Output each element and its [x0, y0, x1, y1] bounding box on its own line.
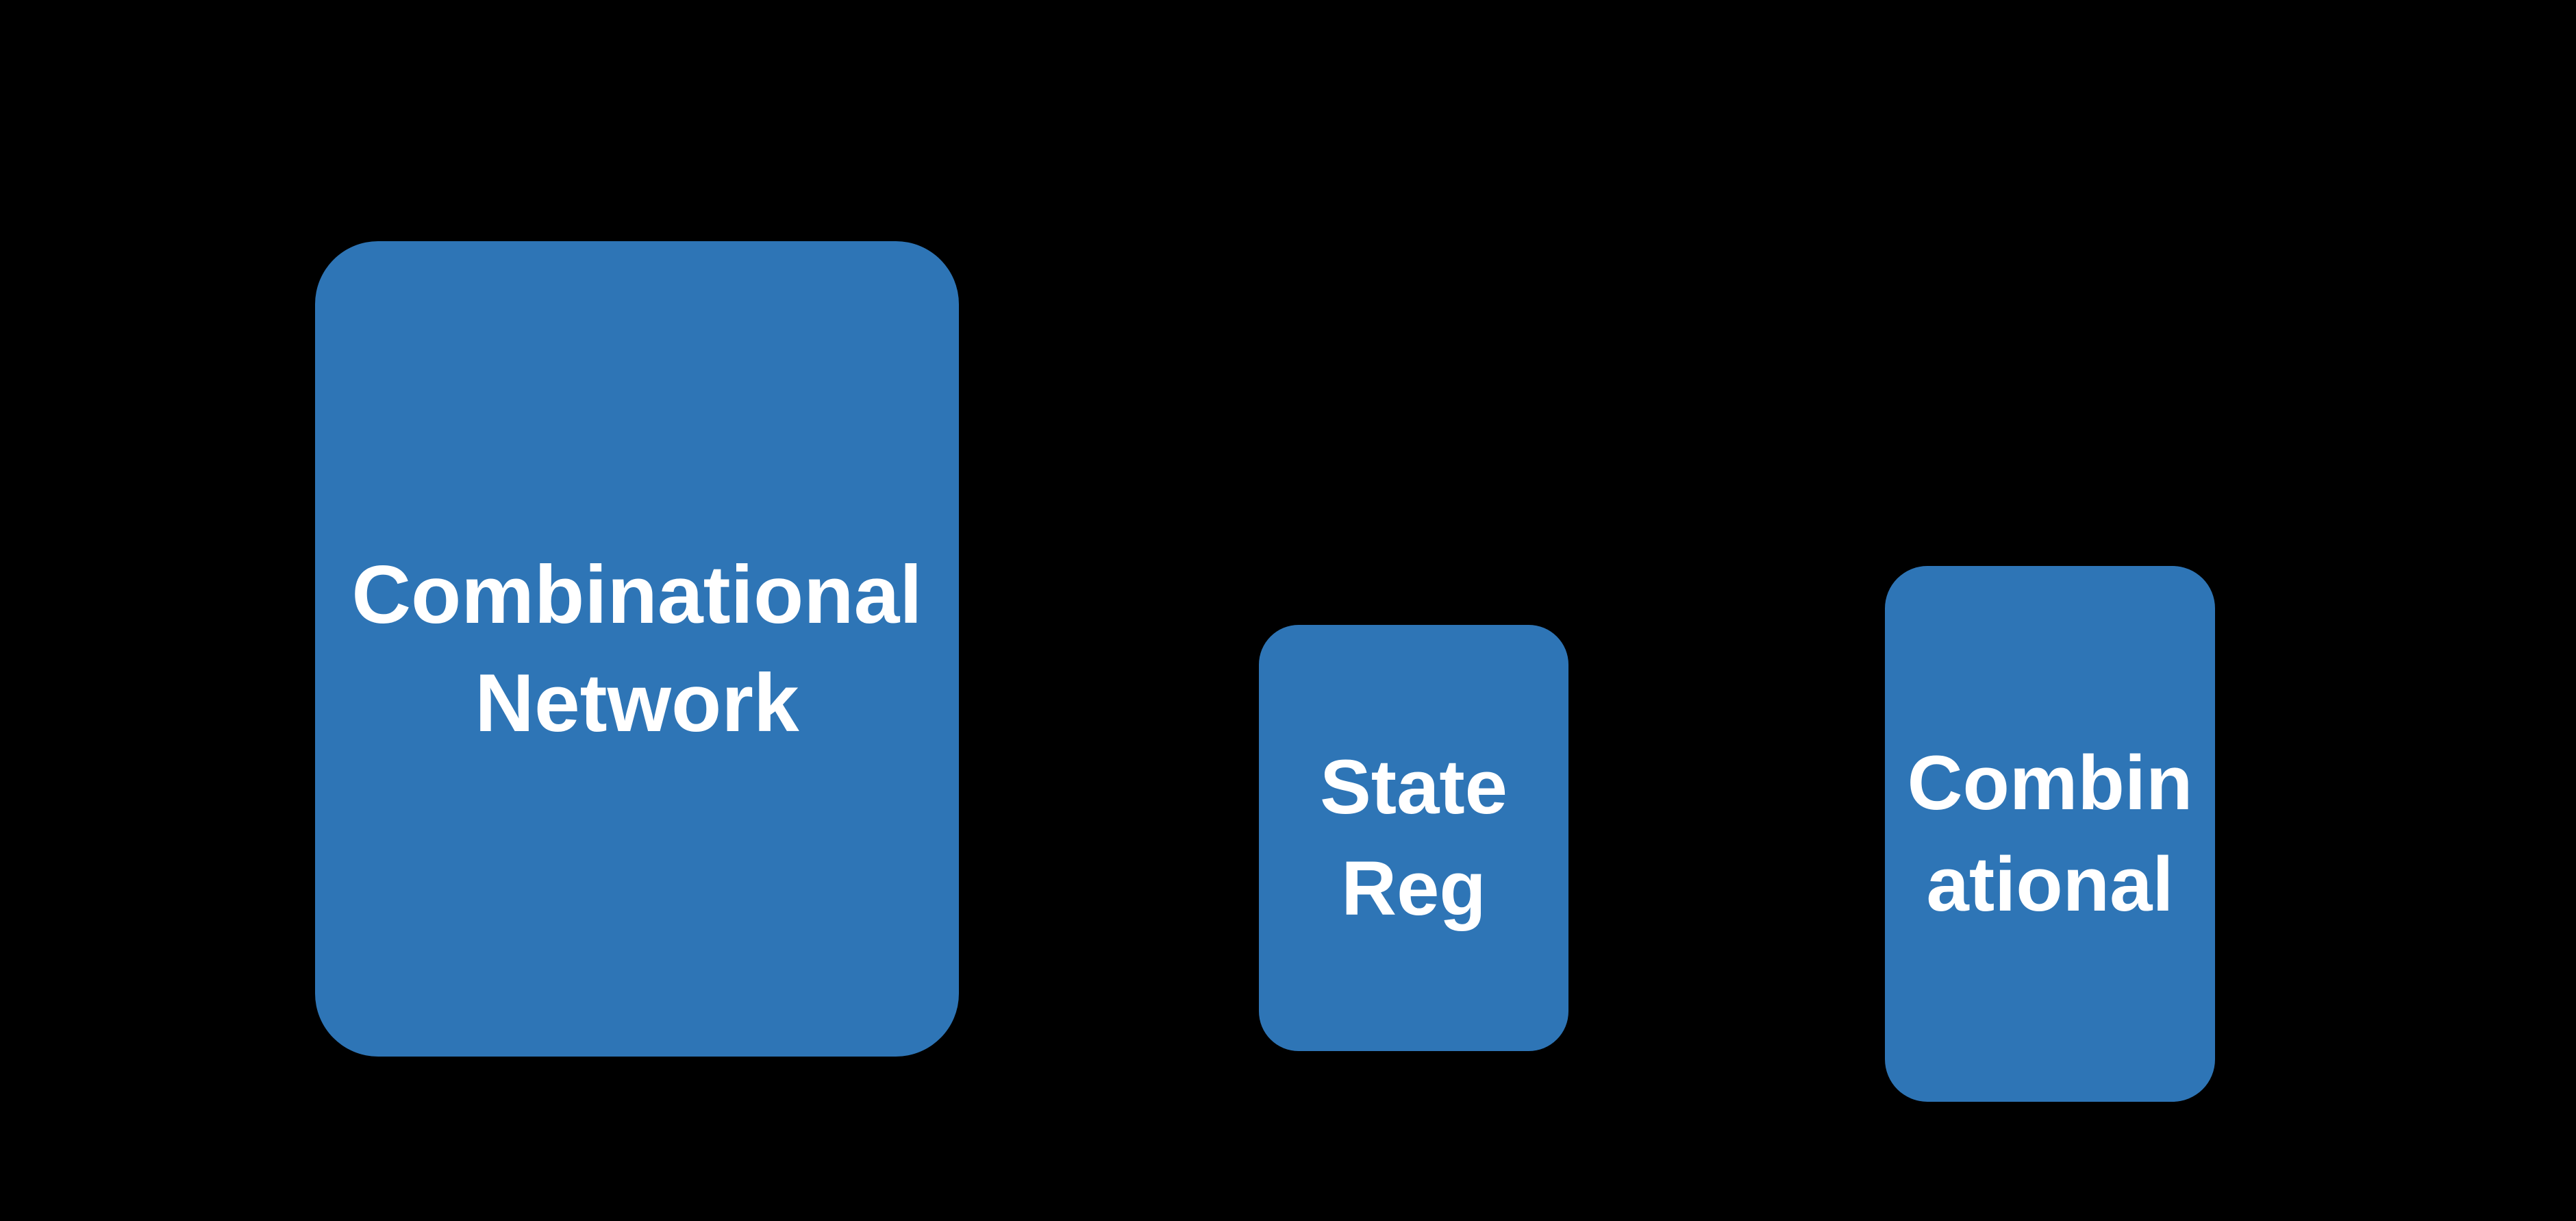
- combinational-network-block: Combinational Network: [315, 241, 959, 1057]
- combinational-network-label-line1: Combinational: [351, 548, 923, 641]
- state-reg-block: State Reg: [1259, 625, 1568, 1051]
- state-reg-label-line1: State: [1320, 744, 1508, 830]
- combinational-network-label-line2: Network: [475, 657, 799, 749]
- state-reg-label-line2: Reg: [1341, 846, 1486, 931]
- combinational-2-label-line1: Combin: [1907, 740, 2193, 826]
- combinational-block-2: Combin ational: [1885, 566, 2215, 1102]
- combinational-2-label-line2: ational: [1926, 841, 2174, 927]
